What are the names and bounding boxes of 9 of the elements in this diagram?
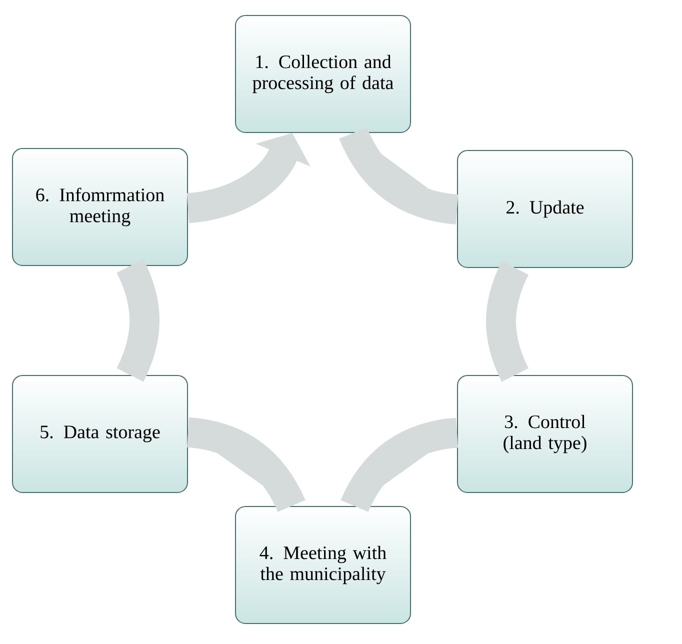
cycle-arrow [186, 417, 306, 512]
cycle-arrow [339, 126, 459, 224]
process-box: 6. Infomrmation meeting [12, 148, 188, 266]
process-box: 1. Collection and processing of data [235, 14, 411, 133]
process-box: 5. Data storage [12, 374, 188, 493]
process-box: 3. Control (land type) [457, 374, 633, 493]
process-box: 2. Update [457, 150, 633, 268]
cycle-arrow [340, 418, 459, 512]
process-box: 4. Meeting with the municipality [235, 506, 411, 624]
